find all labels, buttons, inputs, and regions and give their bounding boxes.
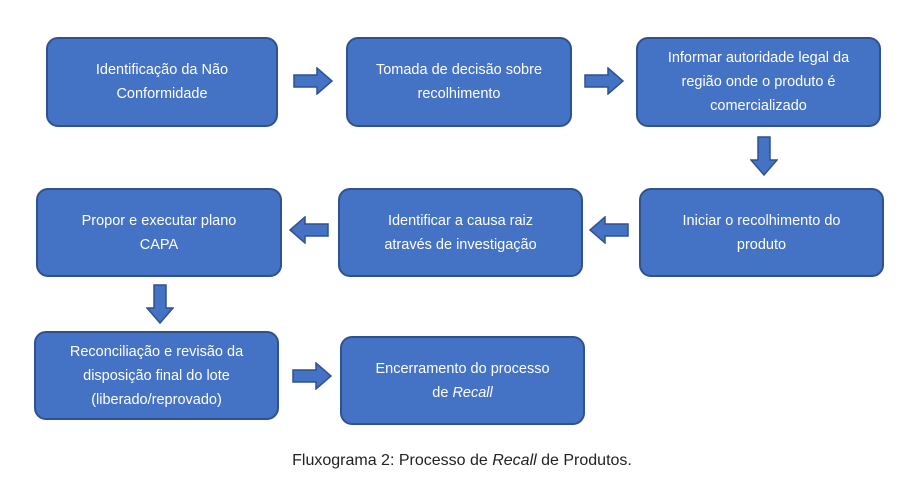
- box-iniciar-line-2: produto: [736, 236, 787, 253]
- arrow-right-3: [292, 362, 332, 390]
- box-identificacao-nao-conformidade: Identificação da Não Conformidade: [46, 37, 278, 127]
- box-identificar-causa-line-2: através de investigação: [384, 236, 537, 253]
- box-reconciliacao-line-3: (liberado/reprovado): [91, 391, 222, 408]
- figure-caption: Fluxograma 2: Processo de Recall de Prod…: [0, 452, 924, 470]
- box-iniciar-recolhimento: Iniciar o recolhimento do produto: [639, 188, 884, 277]
- caption-emphasis: Recall: [492, 452, 537, 469]
- box-propor-plano-capa: Propor e executar plano CAPA: [36, 188, 282, 277]
- box-tomada-decisao-line-1: Tomada de decisão sobre: [375, 62, 543, 78]
- box-reconciliacao-line-2: disposição final do lote: [83, 367, 230, 384]
- box-identificacao-line-1: Identificação da Não: [95, 62, 229, 78]
- box-informar-line-3: comercializado: [710, 98, 807, 114]
- box-reconciliacao-line-1: Reconciliação e revisão da: [69, 343, 244, 360]
- box-identificar-causa-raiz: Identificar a causa raiz através de inve…: [338, 188, 583, 277]
- box-iniciar-line-1: Iniciar o recolhimento do: [682, 212, 841, 229]
- caption-suffix: de Produtos.: [536, 452, 632, 469]
- box-informar-line-2: região onde o produto é: [681, 74, 836, 90]
- box-encerramento-line-2: de Recall: [375, 381, 549, 405]
- arrow-down-2: [146, 284, 174, 324]
- box-encerramento-recall-emphasis: Recall: [452, 384, 493, 401]
- box-encerramento-line-1: Encerramento do processo: [375, 360, 550, 377]
- box-encerramento-processo: Encerramento do processo de Recall: [340, 336, 585, 425]
- box-informar-line-1: Informar autoridade legal da: [667, 50, 850, 66]
- box-identificar-causa-line-1: Identificar a causa raiz: [387, 212, 534, 229]
- box-encerramento-line-2-prefix: de: [432, 384, 453, 401]
- arrow-right-1: [293, 67, 333, 95]
- box-propor-line-1: Propor e executar plano: [81, 212, 237, 229]
- arrow-right-2: [584, 67, 624, 95]
- box-informar-autoridade: Informar autoridade legal da região onde…: [636, 37, 881, 127]
- arrow-left-1: [289, 216, 329, 244]
- arrow-down-1: [750, 136, 778, 176]
- box-reconciliacao-revisao: Reconciliação e revisão da disposição fi…: [34, 331, 279, 420]
- box-propor-line-2: CAPA: [139, 236, 179, 253]
- caption-prefix: Fluxograma 2: Processo de: [292, 452, 493, 469]
- box-identificacao-line-2: Conformidade: [116, 86, 208, 102]
- arrow-left-2: [589, 216, 629, 244]
- box-tomada-decisao: Tomada de decisão sobre recolhimento: [346, 37, 572, 127]
- box-tomada-decisao-line-2: recolhimento: [417, 86, 501, 102]
